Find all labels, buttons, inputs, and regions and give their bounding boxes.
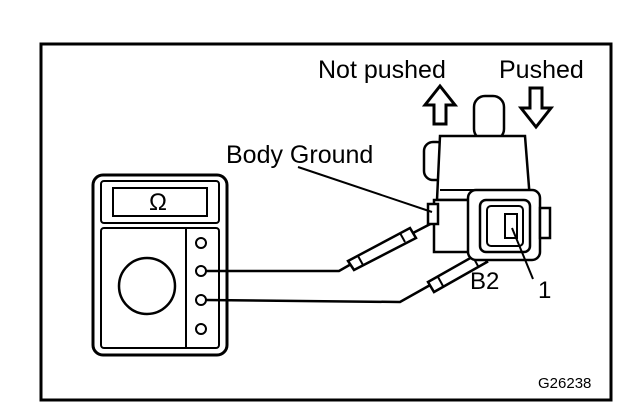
pin-1-leader (511, 227, 534, 280)
figure-code: G26238 (538, 375, 592, 392)
meter-jack-4 (195, 323, 207, 335)
outline-up-arrow-icon (421, 83, 459, 126)
lead-wire-upper (206, 261, 354, 273)
switch-assembly (422, 94, 552, 262)
outline-down-arrow-icon (517, 86, 555, 130)
test-leads (205, 261, 433, 304)
label-body-ground: Body Ground (226, 141, 374, 169)
meter-jack-3 (195, 294, 207, 306)
switch-ground-tab (426, 202, 440, 226)
ohmmeter (91, 173, 229, 357)
switch-plunger (472, 94, 506, 142)
probe-upper (346, 217, 441, 272)
label-terminal-b2: B2 (470, 268, 500, 295)
label-not-pushed: Not pushed (318, 56, 446, 84)
switch-connector-latch (538, 206, 552, 240)
meter-display (112, 187, 208, 217)
meter-display-symbol: Ω (149, 189, 167, 216)
label-pushed: Pushed (499, 56, 584, 84)
meter-jack-1 (195, 237, 207, 249)
label-pin-1: 1 (538, 277, 552, 304)
meter-selector-dial (117, 256, 177, 316)
figure-frame (39, 42, 613, 402)
body-ground-leader (297, 166, 433, 213)
lead-wire-lower (205, 282, 433, 304)
meter-jack-2 (195, 265, 207, 277)
